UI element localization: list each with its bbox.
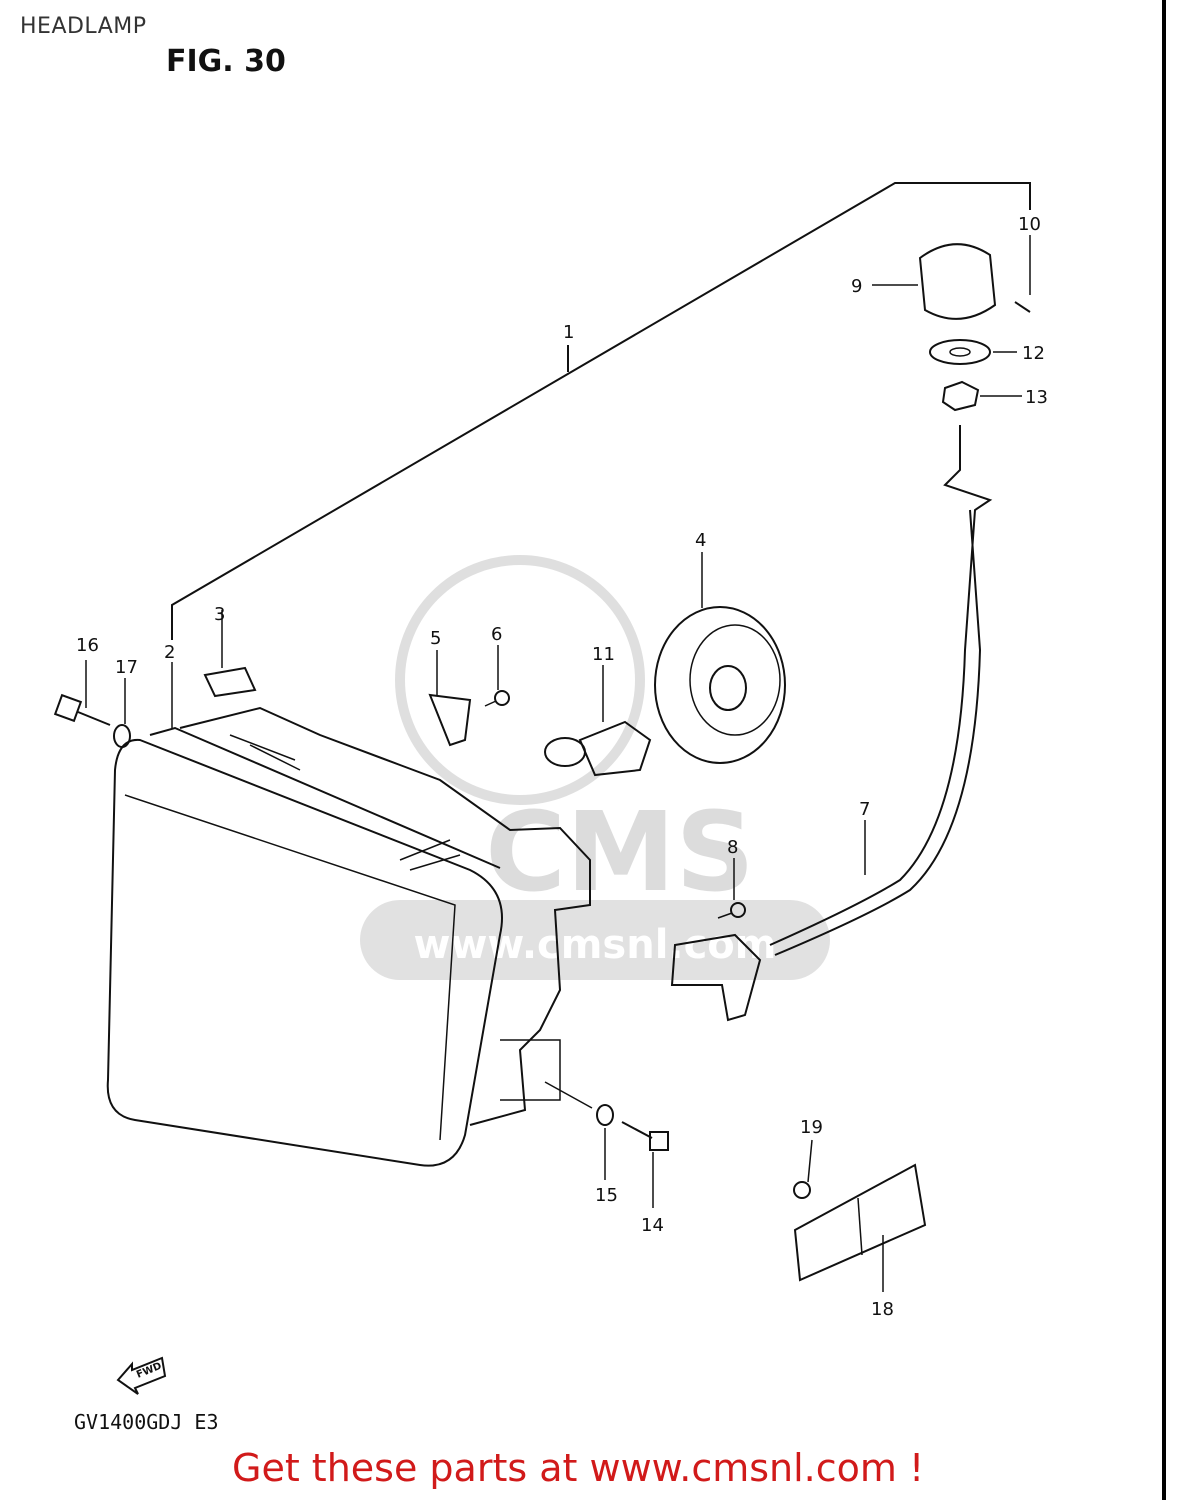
callout-9: 9	[851, 276, 862, 297]
callout-13: 13	[1025, 387, 1048, 408]
callout-1: 1	[563, 322, 574, 343]
headlamp-housing	[106, 706, 591, 1167]
dust-cover-part-4	[654, 552, 786, 764]
callout-12: 12	[1022, 343, 1045, 364]
bulb-part-11	[544, 665, 652, 777]
reflector-part-18	[793, 1163, 927, 1292]
washer-part-17	[113, 678, 131, 748]
callout-3: 3	[214, 604, 225, 625]
callout-2: 2	[164, 642, 175, 663]
assembly-bracket-1	[171, 182, 1031, 640]
callout-14: 14	[641, 1215, 664, 1236]
cta-link[interactable]: Get these parts at www.cmsnl.com !	[232, 1446, 925, 1490]
watermark-brand: CMS	[485, 788, 754, 916]
callout-11: 11	[592, 644, 615, 665]
clip-part-3	[203, 610, 257, 698]
washer-part-12	[929, 339, 1017, 365]
callout-5: 5	[430, 628, 441, 649]
callout-6: 6	[491, 624, 502, 645]
callout-19: 19	[800, 1117, 823, 1138]
screw-part-6	[484, 645, 510, 707]
callout-16: 16	[76, 635, 99, 656]
callout-7: 7	[859, 799, 870, 820]
bolt-part-14	[544, 1081, 669, 1208]
bolt-part-16	[53, 660, 111, 726]
callout-18: 18	[871, 1299, 894, 1320]
callout-labels: 1 2 3 4 5 6 7 8 9 10 11 12 13 14 15 16 1…	[76, 214, 1048, 1320]
watermark: CMS www.cmsnl.com	[360, 555, 830, 980]
page-border	[1162, 0, 1166, 1500]
watermark-url: www.cmsnl.com	[414, 922, 777, 968]
callout-4: 4	[695, 530, 706, 551]
screw-part-8	[717, 858, 746, 919]
adjuster-cable-part-7	[769, 425, 993, 956]
screw-part-10	[1014, 235, 1031, 313]
model-code: GV1400GDJ E3	[74, 1410, 219, 1434]
callout-10: 10	[1018, 214, 1041, 235]
callout-8: 8	[727, 837, 738, 858]
nut-part-13	[941, 380, 1022, 412]
bulb-socket-clip-part-5	[428, 650, 472, 747]
washer-part-15	[596, 1104, 614, 1180]
page-title: HEADLAMP	[20, 14, 147, 39]
cable-bracket	[670, 933, 762, 1022]
nut-part-19	[793, 1139, 813, 1199]
callout-15: 15	[595, 1185, 618, 1206]
adjuster-knob-part-9	[872, 243, 997, 320]
fwd-arrow-icon: FWD	[116, 1356, 167, 1395]
callout-17: 17	[115, 657, 138, 678]
figure-label: FIG. 30	[166, 44, 286, 79]
